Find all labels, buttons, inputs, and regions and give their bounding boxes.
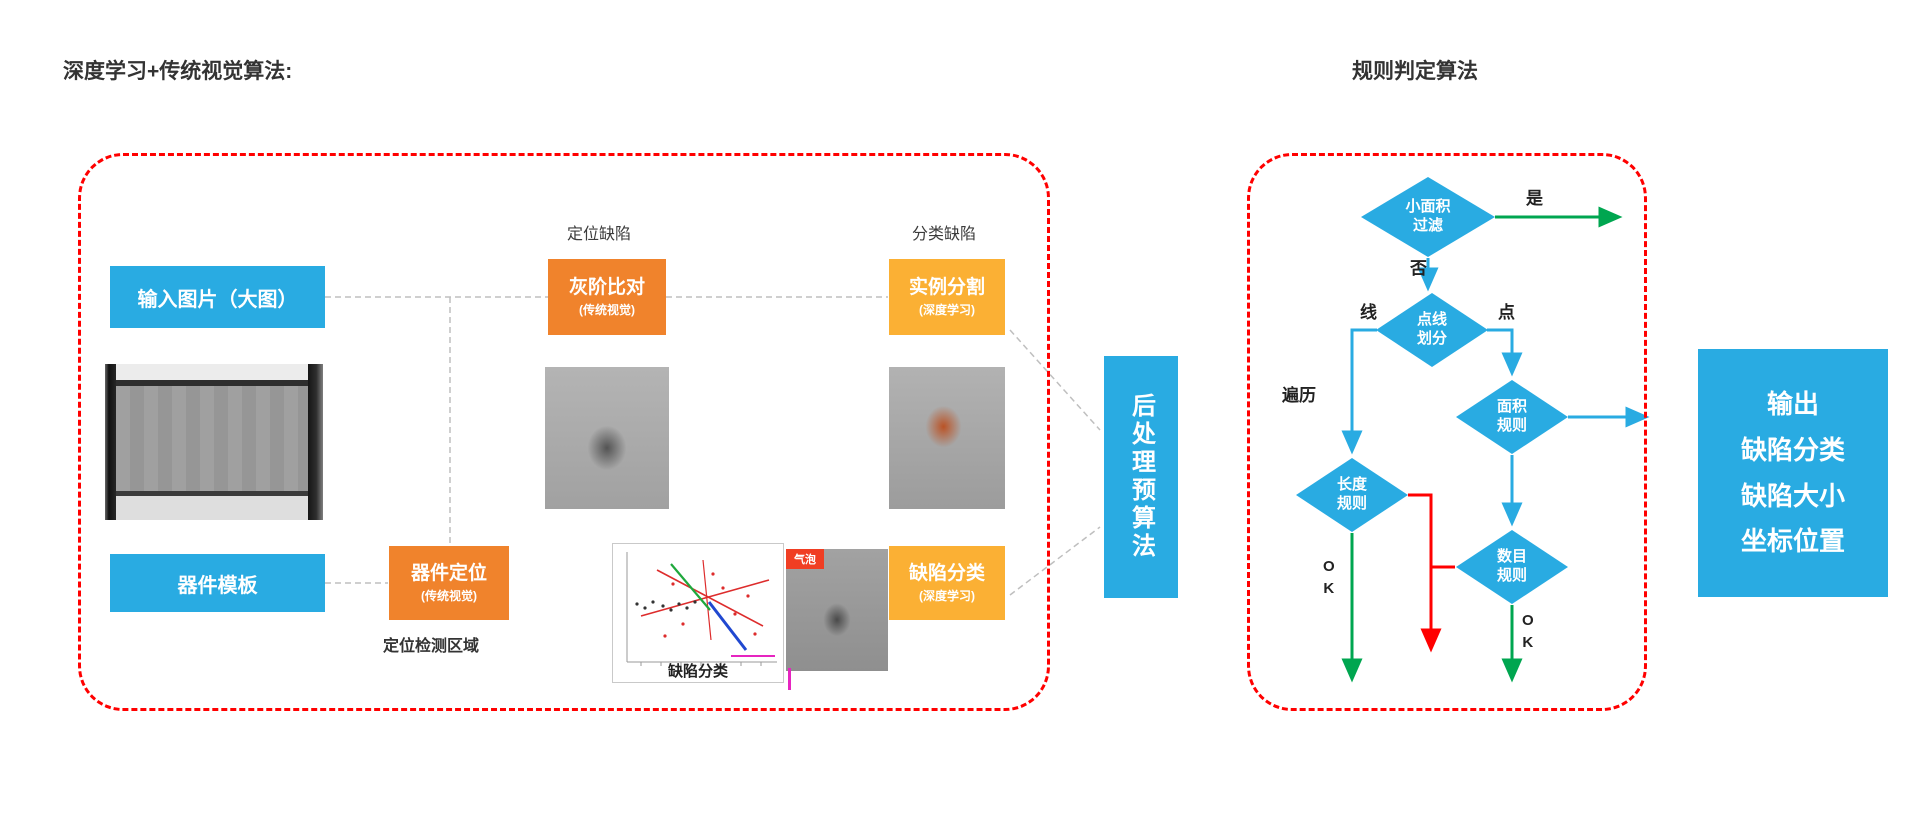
diamond-area-rule: 面积 规则 [1456,380,1568,454]
output-box: 输出 缺陷分类 缺陷大小 坐标位置 [1698,349,1888,597]
device-locate-sublabel: (传统视觉) [421,589,477,604]
device-locate-box: 器件定位 (传统视觉) [389,546,509,620]
instance-seg-box: 实例分割 (深度学习) [889,259,1005,335]
locate-defect-caption: 定位缺陷 [567,226,632,243]
branch-label-line: 线 [1360,303,1377,322]
scatter-plot: 缺陷分类 [612,543,784,683]
magenta-trace-line [788,668,791,690]
right-section-title: 规则判定算法 [1352,60,1478,83]
gray-compare-label: 灰阶比对 [568,276,645,298]
bubble-image: 气泡 [786,549,888,671]
image-region [308,364,323,520]
input-sample-image [105,364,323,520]
diamond-small-area-filter: 小面积 过滤 [1361,177,1495,257]
instance-seg-image [889,367,1005,509]
classify-defect-caption: 分类缺陷 [912,226,977,243]
gray-compare-box: 灰阶比对 (传统视觉) [548,259,666,335]
image-region [116,386,308,491]
device-locate-label: 器件定位 [410,562,487,584]
left-section-title: 深度学习+传统视觉算法: [63,60,293,83]
image-region [116,496,308,520]
diamond-length-rule: 长度 规则 [1296,458,1408,532]
postprocess-box: 后处理预算法 [1104,356,1178,598]
device-template-box: 器件模板 [110,554,325,612]
defect-classify-box: 缺陷分类 (深度学习) [889,546,1005,620]
defect-classify-sublabel: (深度学习) [919,589,975,604]
output-line: 输出 [1766,389,1819,420]
label-traverse: 遍历 [1282,386,1316,405]
defect-classify-label: 缺陷分类 [908,562,985,584]
branch-label-point: 点 [1498,303,1515,322]
branch-label-no: 否 [1410,259,1427,278]
image-region [116,380,308,386]
output-line: 缺陷分类 [1740,434,1845,465]
bubble-tag-label: 气泡 [786,549,824,569]
input-image-box: 输入图片（大图） [110,266,325,328]
gray-compare-sublabel: (传统视觉) [579,303,635,318]
diamond-count-rule: 数目 规则 [1456,530,1568,604]
diamond-point-line-divide: 点线 划分 [1376,293,1488,367]
scatter-plot-graphic [626,552,777,666]
branch-label-yes: 是 [1526,189,1543,208]
image-region [116,491,308,496]
image-region [105,364,116,520]
output-line: 缺陷大小 [1740,480,1845,511]
instance-seg-label: 实例分割 [908,276,985,298]
output-line: 坐标位置 [1740,526,1845,557]
scatter-plot-caption: 缺陷分类 [667,663,728,680]
instance-seg-sublabel: (深度学习) [919,303,975,318]
ok-label-count: O K [1522,612,1534,651]
ok-label-length: O K [1323,558,1335,597]
locate-region-caption: 定位检测区域 [383,638,480,655]
gray-compare-image [545,367,669,509]
